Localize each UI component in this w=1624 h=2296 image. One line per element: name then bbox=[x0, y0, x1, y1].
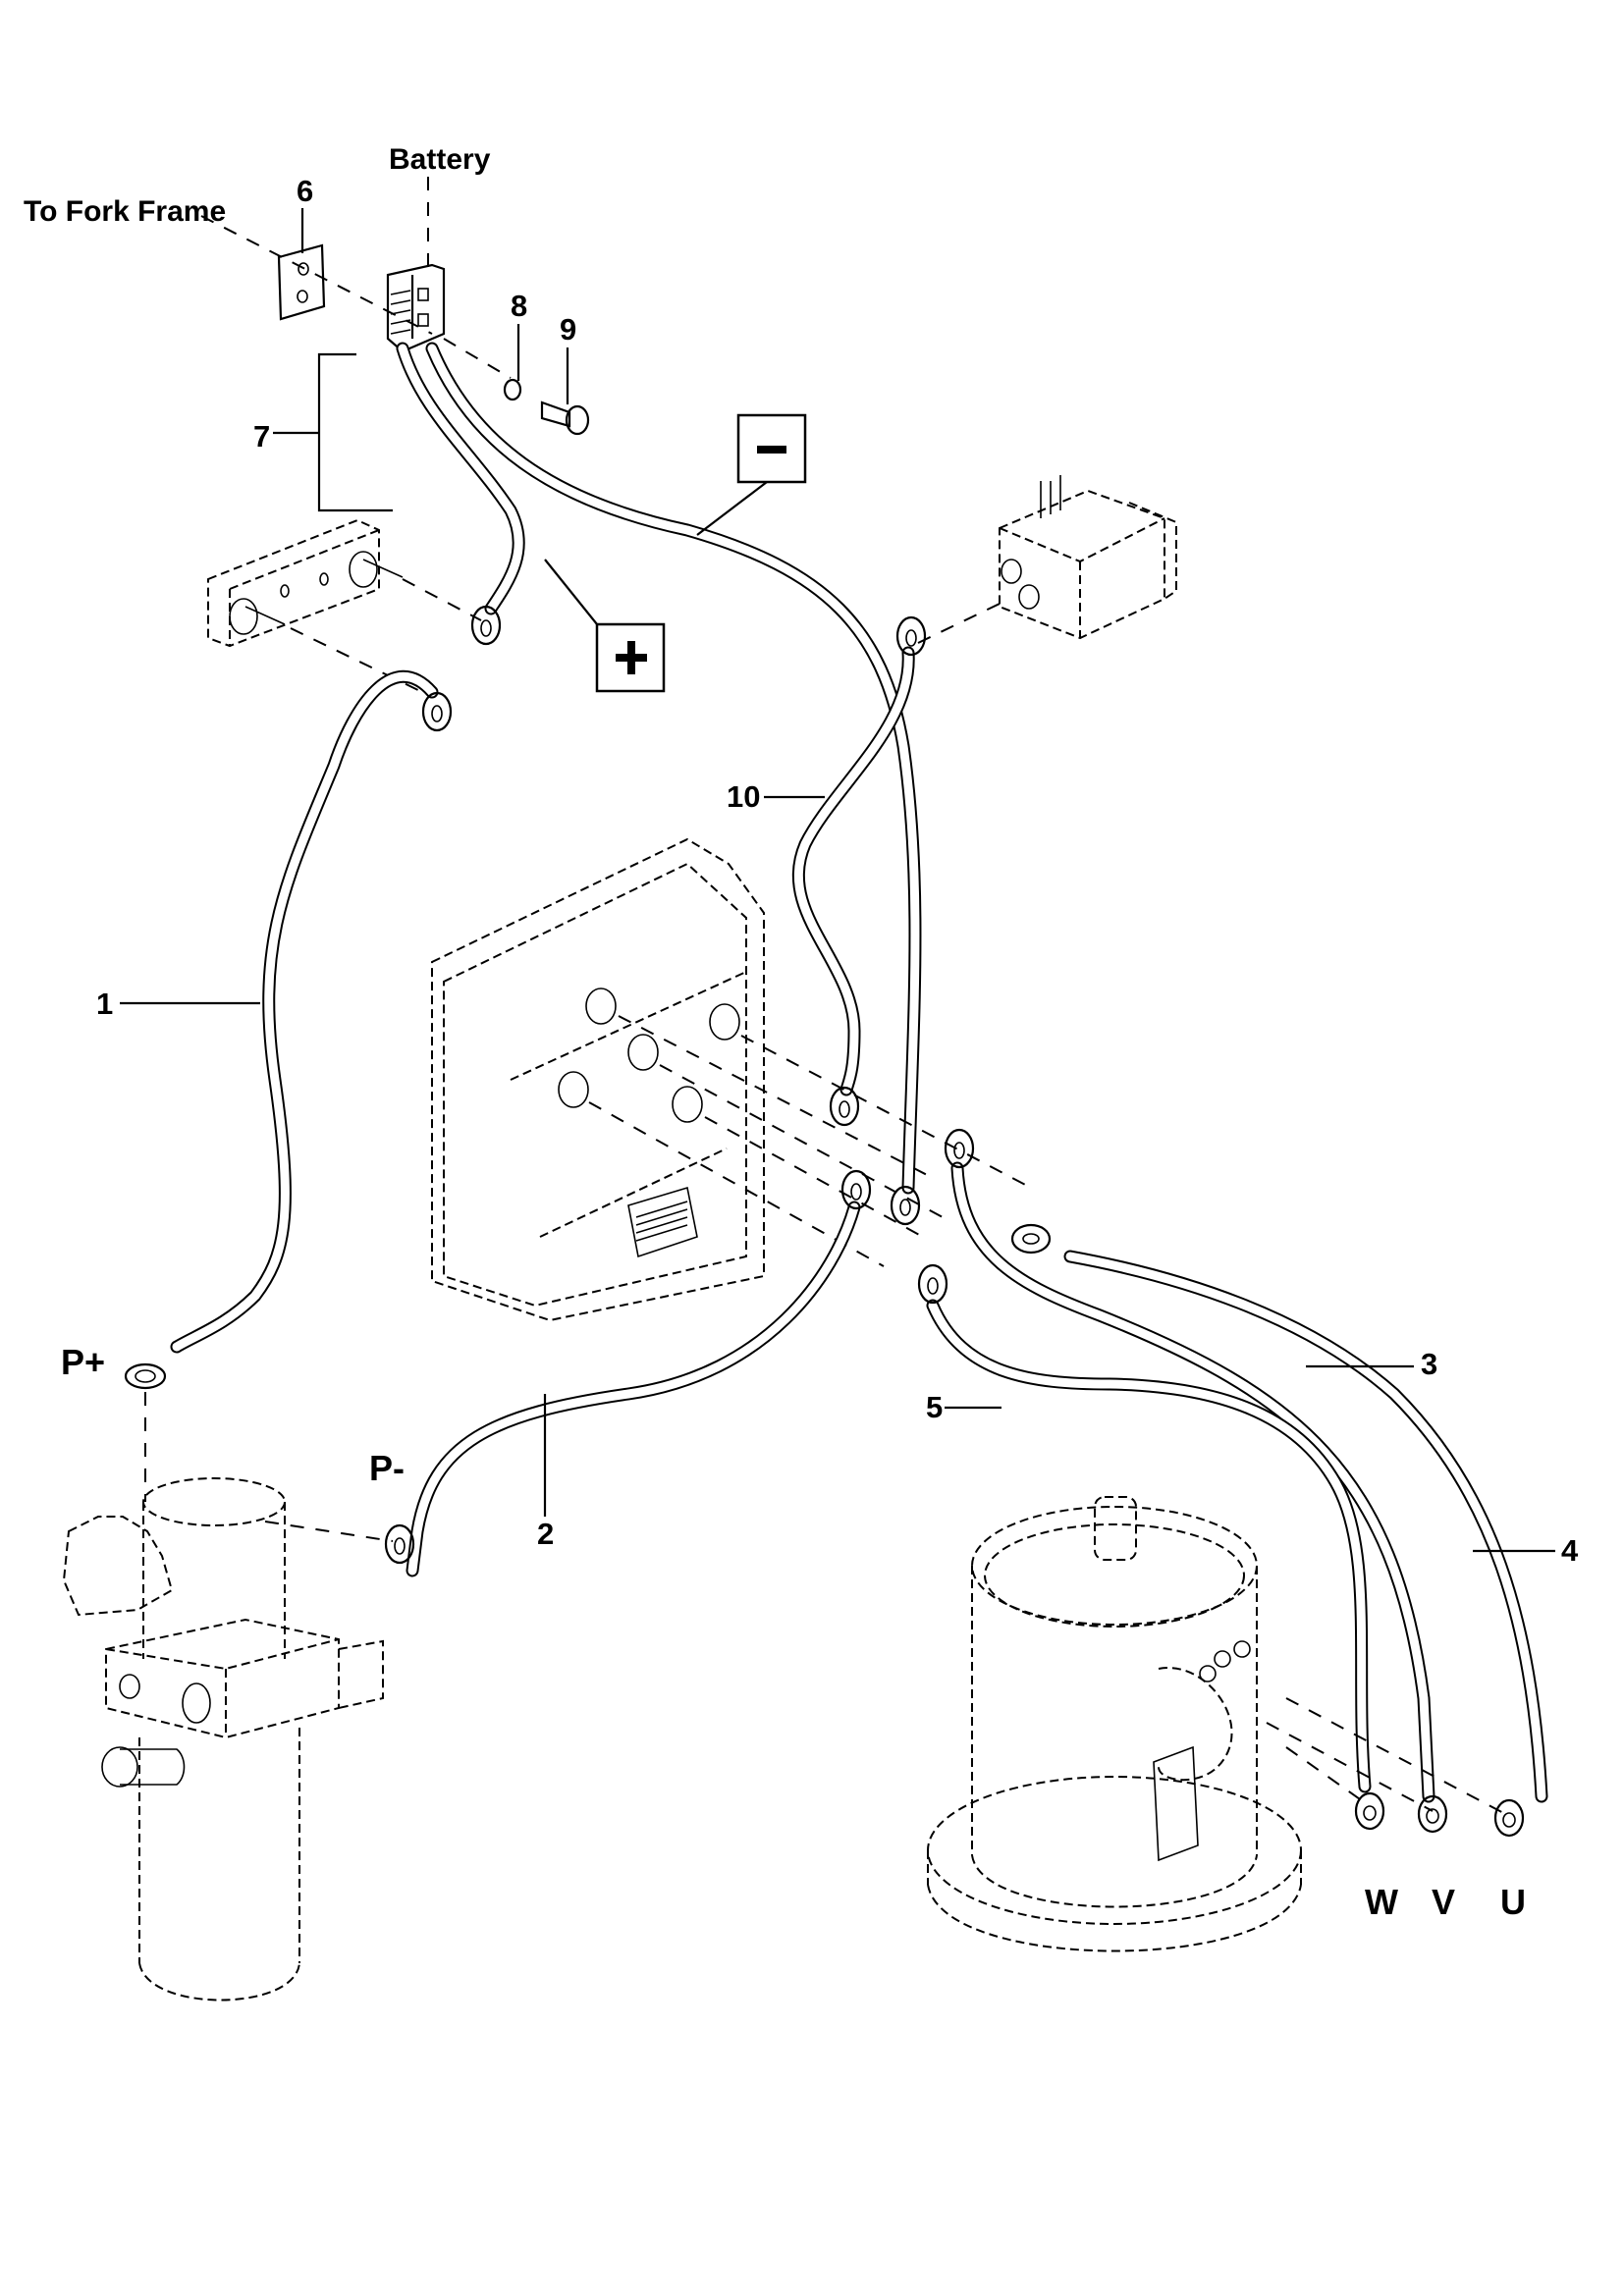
leader-ctrl-a bbox=[618, 1015, 934, 1179]
battery-connector bbox=[386, 263, 446, 353]
label-phase-w: W bbox=[1365, 1882, 1398, 1922]
leader-phase-v bbox=[1266, 1722, 1434, 1812]
mounting-plate bbox=[277, 243, 326, 321]
leader-phase-w bbox=[1285, 1746, 1371, 1807]
callout-3: 3 bbox=[1421, 1347, 1437, 1381]
cable-battery-negative bbox=[425, 342, 922, 1226]
traction-motor bbox=[927, 1496, 1302, 1952]
callout-8: 8 bbox=[511, 289, 527, 323]
label-phase-u: U bbox=[1500, 1882, 1526, 1922]
leader-ctrl-b bbox=[740, 1035, 1032, 1189]
motor-controller bbox=[431, 837, 765, 1322]
label-to-fork-frame: To Fork Frame bbox=[24, 195, 226, 228]
label-phase-v: V bbox=[1432, 1882, 1455, 1922]
callout-9: 9 bbox=[560, 312, 576, 347]
leader-7 bbox=[273, 352, 393, 512]
callout-1: 1 bbox=[96, 987, 113, 1021]
leader-ctrl-c bbox=[659, 1064, 944, 1218]
negative-symbol-box bbox=[736, 413, 807, 484]
label-p-minus: P- bbox=[369, 1448, 405, 1488]
emergency-switch bbox=[999, 475, 1177, 640]
label-battery: Battery bbox=[389, 143, 491, 176]
washer bbox=[503, 378, 522, 401]
callout-2: 2 bbox=[537, 1517, 554, 1551]
callout-6: 6 bbox=[297, 174, 313, 208]
cable-10 bbox=[791, 615, 927, 1127]
leader-ctrl-d bbox=[588, 1101, 885, 1267]
leader-p-minus bbox=[264, 1521, 394, 1542]
callout-4: 4 bbox=[1561, 1533, 1579, 1568]
cable-2 bbox=[384, 1169, 872, 1577]
cable-1 bbox=[124, 670, 453, 1390]
cable-battery-positive bbox=[396, 342, 525, 646]
label-p-plus: P+ bbox=[61, 1342, 105, 1382]
leader-ctrl-e bbox=[704, 1116, 924, 1238]
cable-3 bbox=[944, 1128, 1435, 1803]
fuse-holder bbox=[207, 518, 404, 648]
cable-5 bbox=[917, 1263, 1372, 1793]
pump-unit: P+ P- bbox=[61, 1342, 405, 2002]
positive-symbol-box bbox=[595, 622, 666, 693]
leader-switch bbox=[917, 603, 1001, 644]
leader-to-fork-frame bbox=[200, 215, 433, 335]
leader-fuse-pos bbox=[402, 578, 482, 621]
callout-10: 10 bbox=[727, 779, 760, 814]
callout-5: 5 bbox=[926, 1390, 943, 1424]
leader-positive bbox=[544, 559, 598, 625]
cable-4 bbox=[1010, 1223, 1548, 1803]
leader-bolt-axis bbox=[443, 338, 512, 379]
screw bbox=[540, 400, 590, 436]
lug-u bbox=[1493, 1798, 1525, 1838]
lug-v bbox=[1417, 1794, 1448, 1834]
leader-phase-u bbox=[1285, 1697, 1510, 1817]
callout-7: 7 bbox=[253, 419, 270, 454]
leader-negative bbox=[696, 481, 768, 536]
